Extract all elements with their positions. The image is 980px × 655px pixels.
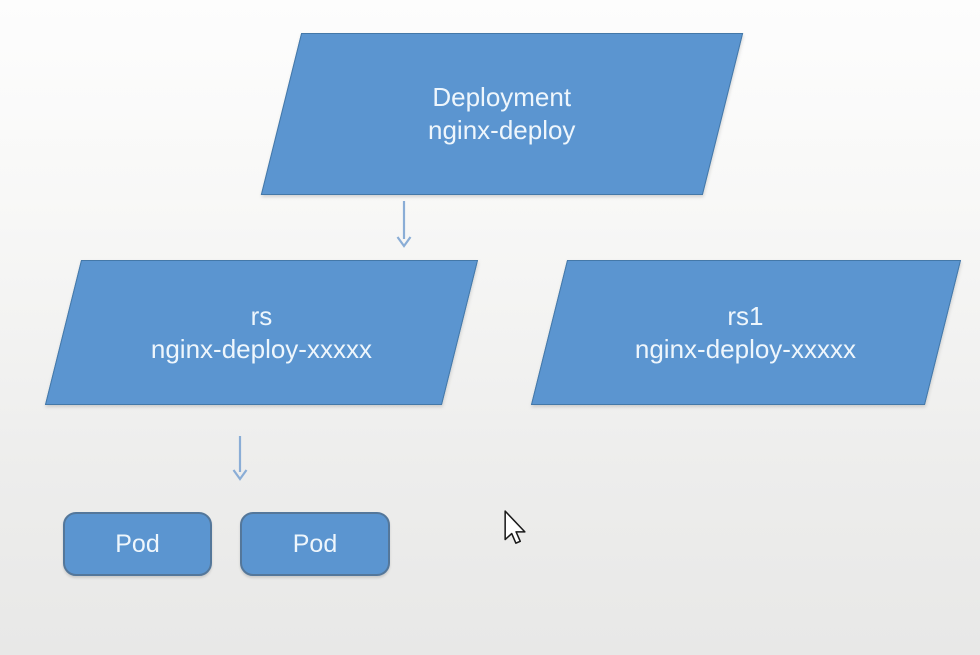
- replicaset-rs-node: rs nginx-deploy-xxxxx: [44, 260, 479, 405]
- pod-node-2: Pod: [240, 512, 390, 576]
- arrow-rs-to-pods-icon: [232, 436, 248, 481]
- arrow-deployment-to-rs-icon: [396, 201, 412, 248]
- replicaset-rs-node-label: rs nginx-deploy-xxxxx: [151, 300, 372, 366]
- rs-name-label: nginx-deploy-xxxxx: [150, 333, 373, 364]
- pod-node-1: Pod: [63, 512, 212, 576]
- deployment-node: Deployment nginx-deploy: [260, 33, 744, 195]
- deployment-type-label: Deployment: [432, 82, 572, 112]
- deployment-name-label: nginx-deploy: [428, 115, 576, 145]
- cursor-arrow-icon: [504, 510, 526, 544]
- rs1-name-label: nginx-deploy-xxxxx: [635, 333, 857, 364]
- replicaset-rs1-node-label: rs1 nginx-deploy-xxxxx: [635, 300, 856, 366]
- replicaset-rs1-node: rs1 nginx-deploy-xxxxx: [530, 260, 962, 405]
- pod-2-label: Pod: [292, 529, 338, 558]
- rs-type-label: rs: [250, 300, 273, 331]
- deployment-node-label: Deployment nginx-deploy: [428, 81, 575, 147]
- pod-1-label: Pod: [115, 529, 160, 558]
- rs1-type-label: rs1: [727, 300, 765, 331]
